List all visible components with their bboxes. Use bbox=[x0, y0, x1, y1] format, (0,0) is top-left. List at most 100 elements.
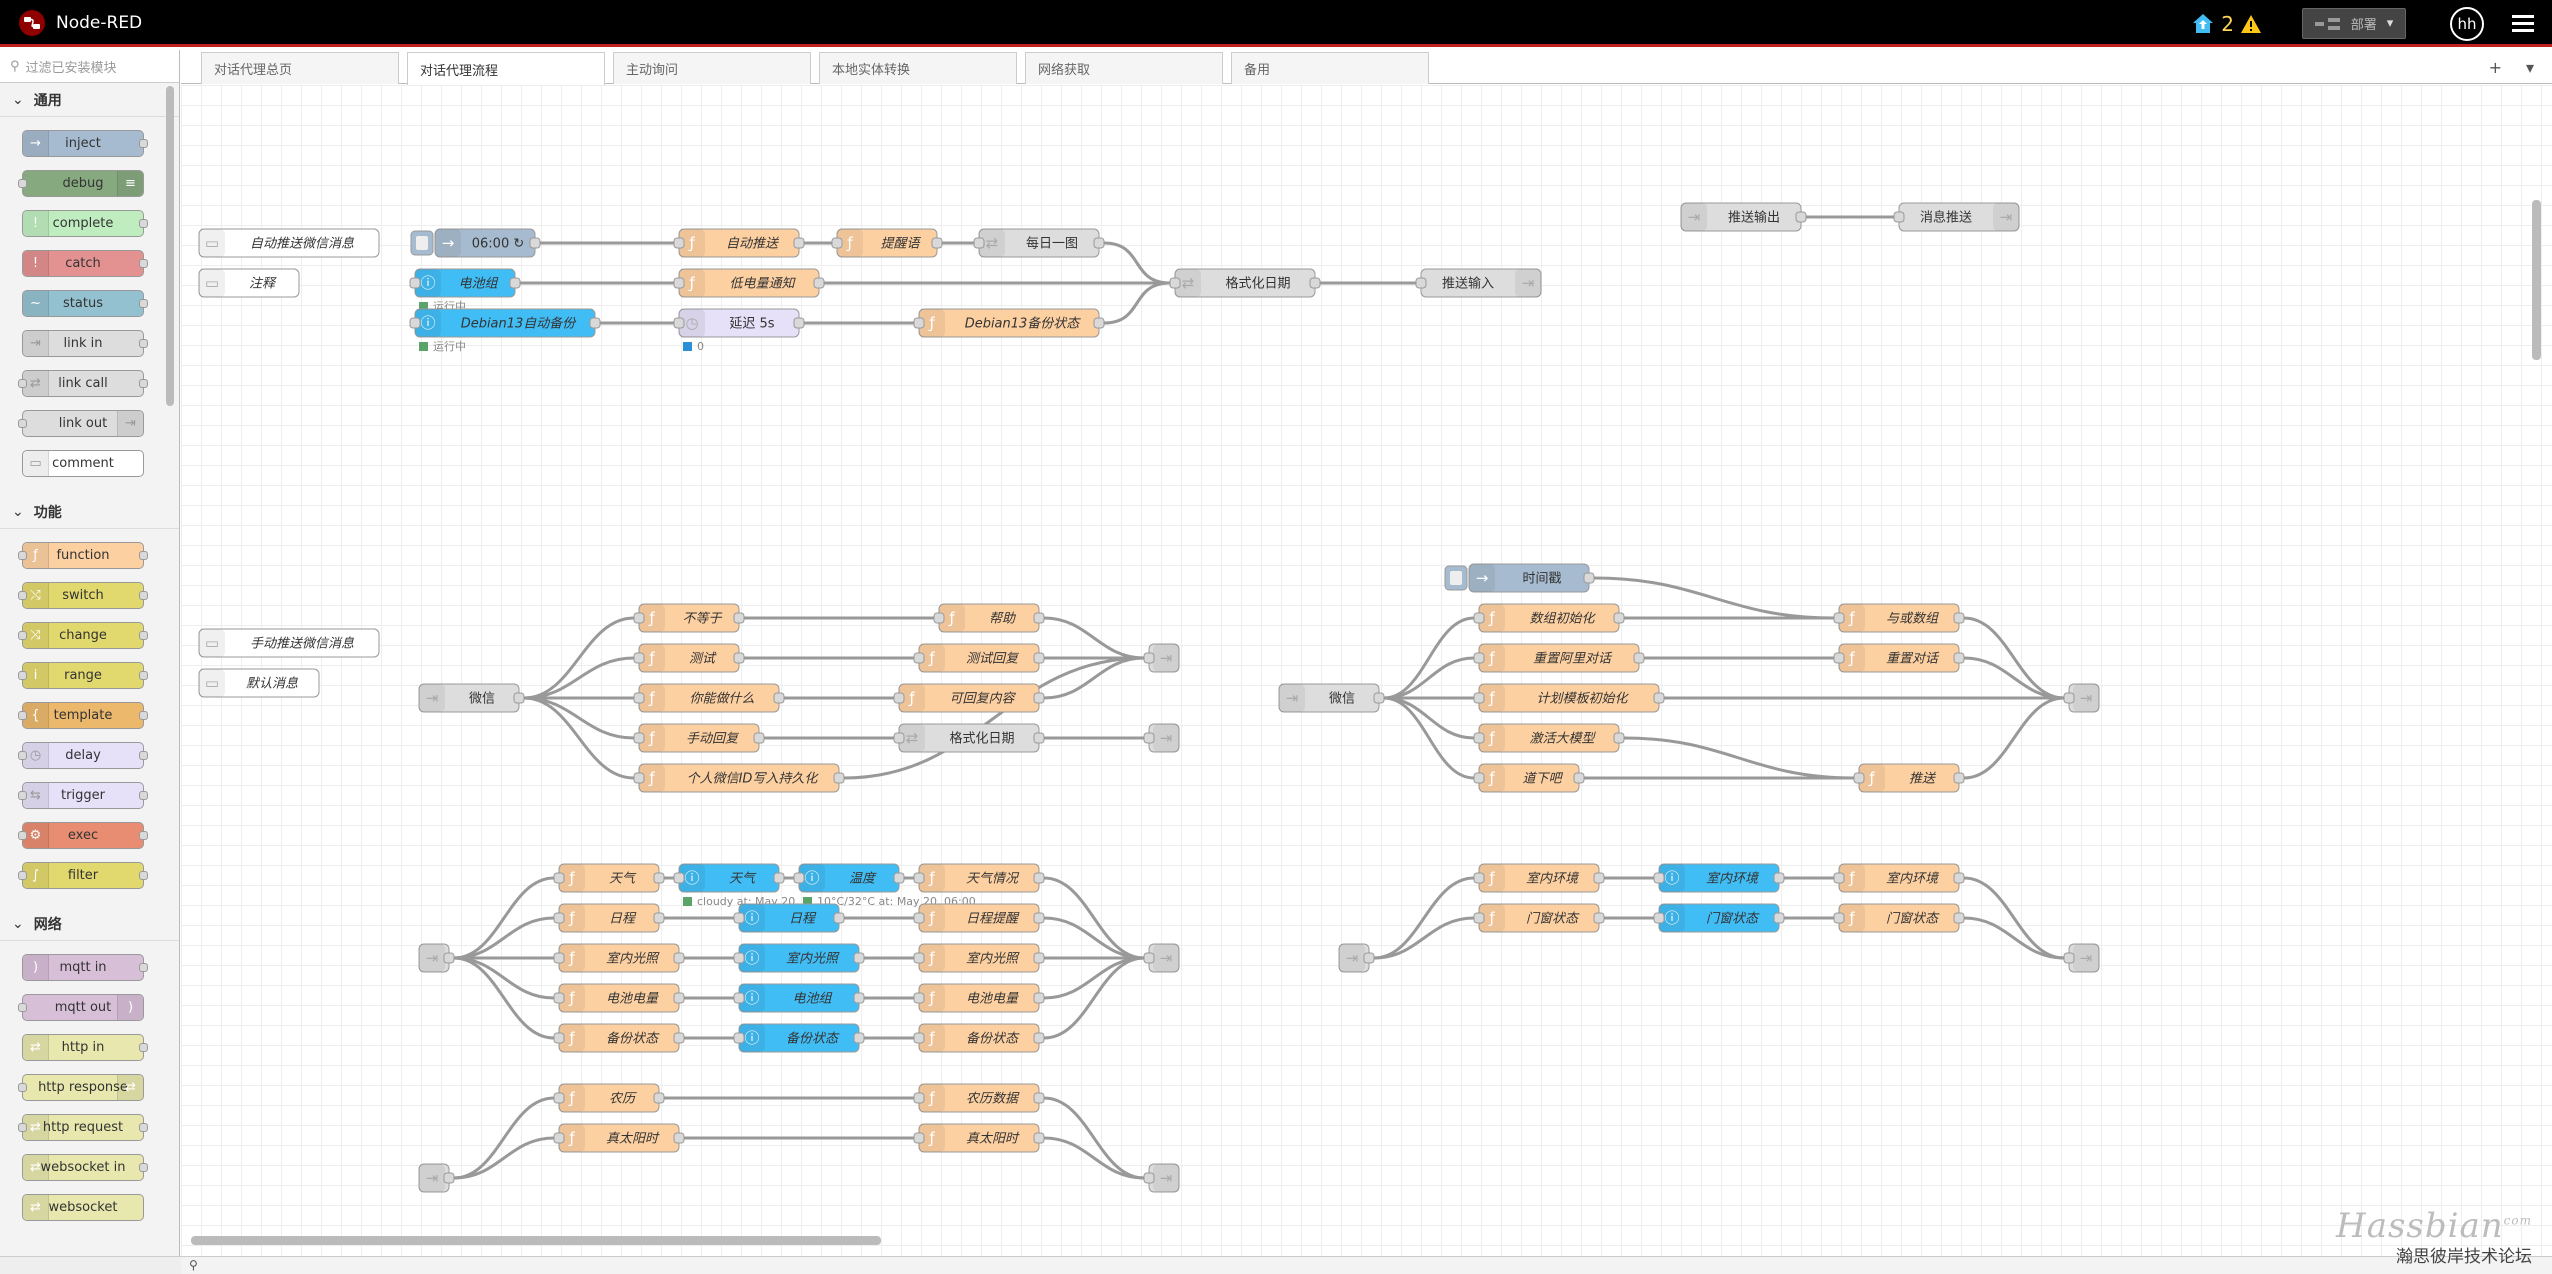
node-port[interactable] bbox=[553, 1092, 565, 1104]
node-port[interactable] bbox=[1773, 872, 1785, 884]
node-port[interactable] bbox=[673, 1032, 685, 1044]
node-port[interactable] bbox=[933, 612, 945, 624]
node-port[interactable] bbox=[1473, 732, 1485, 744]
node-port[interactable] bbox=[1795, 211, 1807, 223]
palette-node[interactable]: )mqtt in bbox=[22, 954, 148, 981]
node-port[interactable] bbox=[1833, 652, 1845, 664]
node-port[interactable] bbox=[1773, 912, 1785, 924]
palette-search-input[interactable]: 过滤已安装模块 bbox=[25, 60, 117, 76]
palette-node[interactable]: →inject bbox=[22, 130, 148, 157]
flow-wire[interactable] bbox=[453, 876, 555, 960]
palette-node[interactable]: ⚙exec bbox=[18, 822, 148, 849]
chevron-down-icon[interactable]: ⌄ bbox=[12, 91, 24, 108]
node-port[interactable] bbox=[753, 732, 765, 744]
node-port[interactable] bbox=[1033, 692, 1045, 704]
node-port[interactable] bbox=[673, 992, 685, 1004]
node-port[interactable] bbox=[1953, 652, 1965, 664]
flow-wire[interactable] bbox=[523, 696, 635, 780]
flow-node-comment[interactable]: ▭默认消息 bbox=[198, 668, 320, 698]
node-port[interactable] bbox=[673, 237, 685, 249]
node-port[interactable] bbox=[653, 912, 665, 924]
flow-node-inject[interactable]: →时间戳 bbox=[1444, 563, 1595, 593]
node-port[interactable] bbox=[633, 652, 645, 664]
node-port[interactable] bbox=[653, 872, 665, 884]
node-port[interactable] bbox=[833, 772, 845, 784]
flow-tab[interactable]: 备用 bbox=[1231, 52, 1429, 84]
node-port[interactable] bbox=[1613, 612, 1625, 624]
node-port[interactable] bbox=[1415, 277, 1427, 289]
flow-wire[interactable] bbox=[453, 956, 555, 1000]
flow-node-link-in[interactable]: ⇥微信 bbox=[1278, 683, 1385, 713]
palette-node[interactable]: ⇄websocket bbox=[22, 1194, 144, 1221]
node-port[interactable] bbox=[1653, 692, 1665, 704]
flow-wire[interactable] bbox=[1383, 696, 1475, 740]
node-port[interactable] bbox=[1953, 612, 1965, 624]
user-avatar[interactable]: hh bbox=[2450, 6, 2484, 41]
flow-node-link-call[interactable]: ⇄格式化日期 bbox=[1169, 268, 1321, 298]
palette-node[interactable]: ⇄http in bbox=[22, 1034, 148, 1061]
flow-wire[interactable] bbox=[1963, 876, 2065, 960]
node-port[interactable] bbox=[633, 732, 645, 744]
node-port[interactable] bbox=[853, 1032, 865, 1044]
node-port[interactable] bbox=[913, 317, 925, 329]
node-port[interactable] bbox=[673, 317, 685, 329]
node-port[interactable] bbox=[1473, 772, 1485, 784]
node-port[interactable] bbox=[553, 1132, 565, 1144]
node-port[interactable] bbox=[1033, 732, 1045, 744]
node-port[interactable] bbox=[1033, 912, 1045, 924]
main-menu-icon[interactable] bbox=[2512, 11, 2534, 36]
palette-node[interactable]: ⇥link out bbox=[18, 410, 144, 437]
flow-wire[interactable] bbox=[1043, 916, 1145, 960]
flow-wire[interactable] bbox=[453, 1096, 555, 1180]
node-port[interactable] bbox=[673, 952, 685, 964]
warning-icon[interactable] bbox=[2240, 14, 2262, 34]
node-port[interactable] bbox=[1893, 211, 1905, 223]
node-port[interactable] bbox=[733, 652, 745, 664]
flow-wire[interactable] bbox=[1043, 956, 1145, 1040]
flow-node-link-out[interactable]: ⇥ bbox=[1143, 943, 1180, 973]
flow-node-comment[interactable]: ▭注释 bbox=[198, 268, 300, 298]
palette-node[interactable]: ⇄http request bbox=[18, 1114, 148, 1141]
node-port[interactable] bbox=[831, 237, 843, 249]
node-port[interactable] bbox=[913, 912, 925, 924]
flow-node-comment[interactable]: ▭自动推送微信消息 bbox=[198, 228, 380, 258]
node-port[interactable] bbox=[1033, 1092, 1045, 1104]
node-port[interactable] bbox=[553, 912, 565, 924]
flow-wire[interactable] bbox=[1373, 876, 1475, 960]
node-port[interactable] bbox=[913, 1132, 925, 1144]
node-port[interactable] bbox=[913, 1032, 925, 1044]
node-port[interactable] bbox=[1093, 237, 1105, 249]
notification-area[interactable]: 2 bbox=[2191, 12, 2262, 36]
palette-node[interactable]: ∫filter bbox=[18, 862, 148, 889]
node-port[interactable] bbox=[773, 872, 785, 884]
palette-node[interactable]: ⇄websocket in bbox=[22, 1154, 148, 1181]
flow-node-inject[interactable]: →06:00 ↻ bbox=[410, 228, 541, 258]
node-port[interactable] bbox=[1833, 872, 1845, 884]
node-port[interactable] bbox=[1143, 952, 1155, 964]
node-port[interactable] bbox=[509, 277, 521, 289]
flow-wire[interactable] bbox=[1623, 736, 1855, 780]
palette-scrollbar[interactable] bbox=[166, 86, 174, 406]
node-port[interactable] bbox=[853, 992, 865, 1004]
flow-tab[interactable]: 主动询问 bbox=[613, 52, 811, 84]
add-flow-icon[interactable]: + bbox=[2488, 58, 2502, 77]
